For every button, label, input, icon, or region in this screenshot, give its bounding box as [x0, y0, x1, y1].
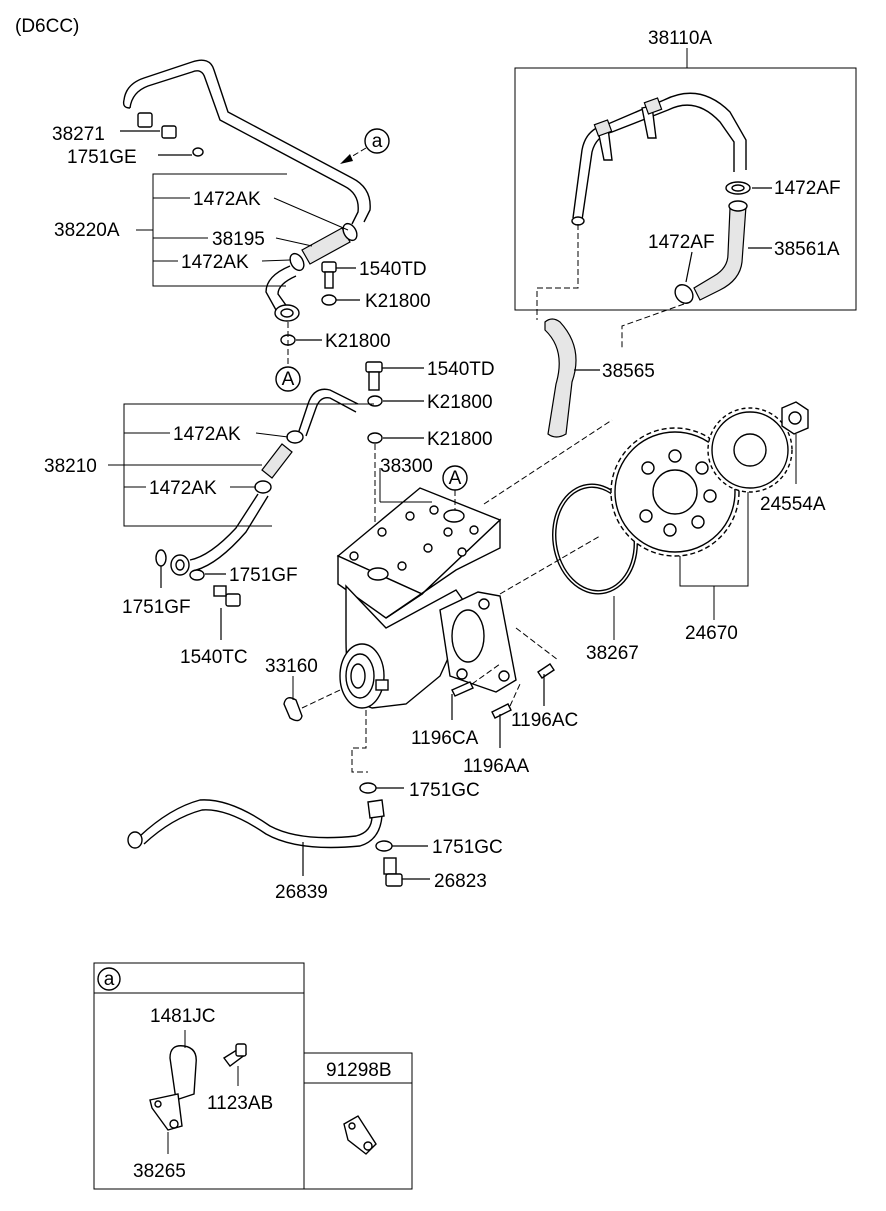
bracket-38210	[108, 403, 374, 527]
label-38565: 38565	[602, 361, 655, 382]
bolt-1540TC	[213, 585, 241, 640]
ref-a-marker-top: a	[340, 128, 390, 164]
gear-24670-large	[610, 427, 740, 557]
label-1196CA: 1196CA	[411, 728, 479, 749]
bolt-1196AA	[491, 683, 521, 748]
bracket-38220A	[136, 173, 349, 287]
label-38265: 38265	[133, 1161, 186, 1182]
align-line-compressor-gear	[483, 419, 613, 505]
label-K21800-d: K21800	[427, 429, 493, 450]
bolt-26823	[383, 857, 430, 887]
nut-24554A	[781, 401, 809, 484]
oring-1751GC-a	[359, 782, 404, 794]
washer-K21800-c	[367, 395, 424, 407]
label-1123AB: 1123AB	[207, 1093, 273, 1114]
svg-text:A: A	[449, 468, 462, 489]
label-38195: 38195	[212, 229, 265, 250]
label-1540TD-a: 1540TD	[359, 259, 427, 280]
bolt-1196CA	[451, 663, 501, 720]
label-1751GF-a: 1751GF	[229, 565, 298, 586]
engine-code-label: (D6CC)	[15, 16, 79, 37]
label-1751GC-b: 1751GC	[432, 837, 503, 858]
label-38300: 38300	[380, 456, 433, 477]
oring-1751GF-a	[155, 549, 167, 588]
label-1751GF-b: 1751GF	[122, 597, 191, 618]
label-38110A: 38110A	[648, 28, 712, 49]
label-1472AK-d: 1472AK	[149, 478, 217, 499]
label-1472AK-b: 1472AK	[181, 252, 249, 273]
fitting-38271	[120, 112, 177, 139]
oring-1751GE	[158, 147, 204, 157]
svg-text:a: a	[372, 131, 383, 152]
oring-1751GF-b	[189, 569, 226, 581]
oring-1751GC-b	[375, 840, 428, 852]
label-1472AF-b: 1472AF	[648, 232, 715, 253]
label-33160: 33160	[265, 656, 318, 677]
label-1751GC-a: 1751GC	[409, 780, 480, 801]
label-26839: 26839	[275, 882, 328, 903]
bolt-1540TD-upper	[321, 261, 356, 289]
label-38561A: 38561A	[774, 239, 840, 260]
circle-A-compressor: A	[442, 465, 468, 510]
label-38220A: 38220A	[54, 220, 120, 241]
bolt-1196AC	[515, 627, 559, 706]
bracket-24670	[679, 492, 749, 620]
detail-box-a: a	[93, 962, 413, 1190]
pipe-38210	[170, 388, 359, 576]
label-38267: 38267	[586, 643, 639, 664]
label-1540TC: 1540TC	[180, 647, 248, 668]
callout-labels: 38110A 38271 1751GE 38220A 1472AK 38195 …	[44, 28, 841, 1182]
compressor-38300	[336, 468, 517, 709]
label-91298B: 91298B	[326, 1060, 392, 1081]
label-1472AK-a: 1472AK	[193, 189, 261, 210]
svg-text:A: A	[282, 369, 295, 390]
cap-33160	[283, 676, 341, 722]
box-38110A	[514, 48, 857, 311]
label-1481JC: 1481JC	[150, 1006, 216, 1027]
pipe-26839	[127, 710, 385, 876]
label-24670: 24670	[685, 623, 738, 644]
align-line-gasket	[499, 535, 601, 595]
label-1751GE: 1751GE	[67, 147, 137, 168]
label-38210: 38210	[44, 456, 97, 477]
label-1196AC: 1196AC	[511, 710, 578, 731]
washer-K21800-lower	[280, 334, 322, 346]
label-1472AF-a: 1472AF	[774, 178, 841, 199]
label-24554A: 24554A	[760, 494, 826, 515]
bolt-1540TD-lower	[365, 361, 424, 391]
washer-K21800-upper	[321, 294, 360, 306]
label-1196AA: 1196AA	[463, 756, 530, 777]
label-38271: 38271	[52, 124, 105, 145]
washer-K21800-d	[367, 432, 424, 572]
hose-38565	[536, 224, 685, 438]
label-1540TD-b: 1540TD	[427, 359, 495, 380]
label-K21800-b: K21800	[325, 331, 391, 352]
circle-A-left: A	[275, 322, 301, 392]
gear-24670-small	[707, 407, 793, 493]
label-1472AK-c: 1472AK	[173, 424, 241, 445]
svg-text:a: a	[104, 969, 115, 990]
label-K21800-a: K21800	[365, 291, 431, 312]
label-K21800-c: K21800	[427, 392, 493, 413]
label-26823: 26823	[434, 871, 487, 892]
